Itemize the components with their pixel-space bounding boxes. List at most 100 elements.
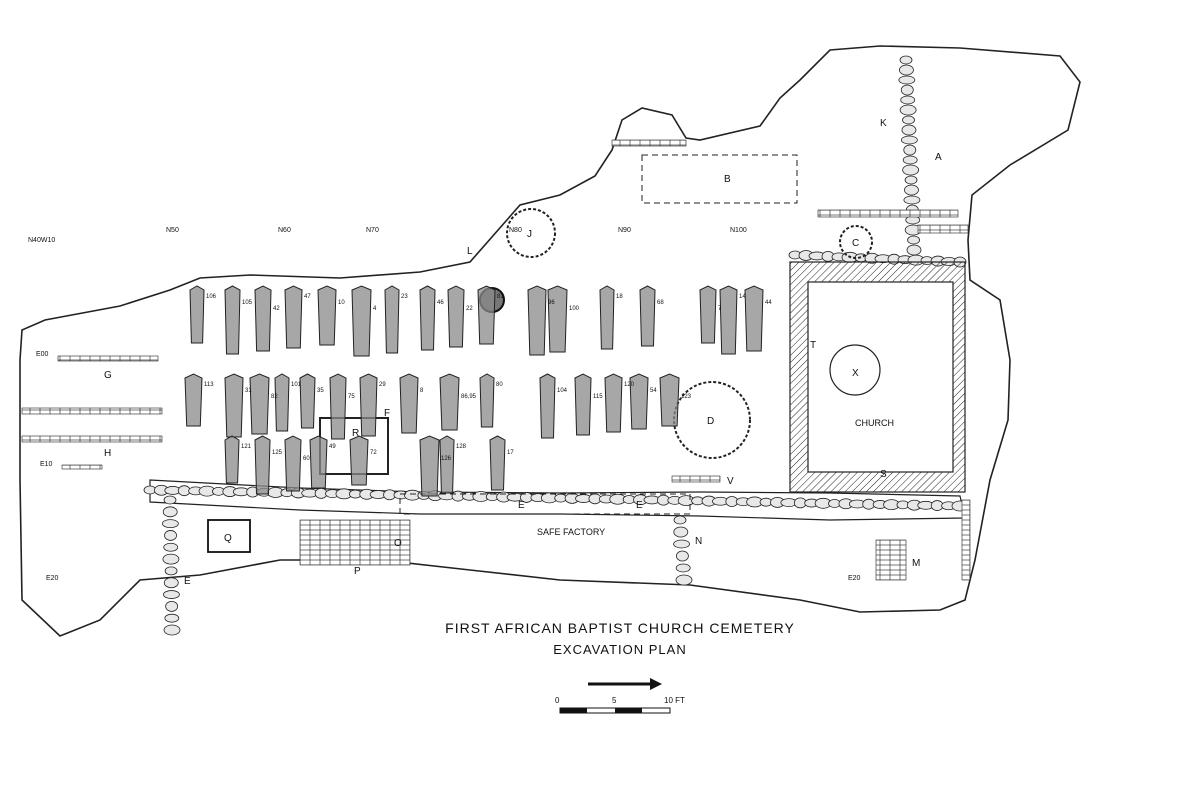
area-label-x: X — [852, 368, 859, 379]
feature-b-outline — [641, 154, 798, 204]
burial-number: 35 — [317, 388, 324, 394]
burial-number: 81 — [497, 294, 504, 300]
area-label-o: O — [394, 538, 402, 549]
area-label-q: Q — [224, 533, 232, 544]
area-label-t: T — [810, 340, 816, 351]
scale-bar — [559, 707, 671, 714]
rubble-stone — [164, 530, 177, 541]
grid-label-n100: N100 — [730, 227, 747, 234]
area-label-s: S — [880, 469, 887, 480]
burial-number: 23 — [401, 294, 408, 300]
rubble-stone — [899, 55, 913, 65]
burial-number: 96 — [548, 300, 555, 306]
rubble-stone — [901, 124, 917, 136]
area-label-c: C — [852, 238, 859, 249]
north-arrow-icon — [588, 678, 662, 690]
burial-number: 4 — [373, 306, 377, 312]
coffin-outline — [189, 285, 205, 344]
rubble-stone — [676, 550, 689, 562]
feature-d-circle — [673, 381, 751, 459]
scale-tick-10ft: 10 FT — [664, 696, 685, 705]
feature-e-outline — [399, 493, 691, 515]
burial-number: 17 — [507, 450, 514, 456]
rubble-stone — [164, 613, 180, 623]
area-label-e: E — [518, 500, 525, 511]
burial-number: 7 — [718, 306, 722, 312]
rubble-stone — [904, 184, 919, 196]
coffin-outline — [439, 435, 455, 494]
coffin-outlines — [184, 285, 764, 497]
grid-label-n40w10: N40W10 — [28, 237, 55, 244]
burial-number: 100 — [569, 306, 580, 312]
burial-number: 82 — [271, 394, 278, 400]
coffin-outline — [224, 373, 244, 438]
coffin-outline — [489, 435, 506, 491]
rubble-stone — [900, 135, 918, 145]
area-label-p: P — [354, 566, 361, 577]
brick-lines — [21, 139, 971, 581]
feature-j-circle — [506, 208, 556, 258]
coffin-outline — [699, 285, 717, 344]
rubble-stone — [899, 64, 914, 76]
rubble-stone — [903, 195, 921, 205]
coffin-outline — [659, 373, 680, 427]
rubble-stone — [675, 563, 691, 573]
rubble-stone — [902, 115, 915, 125]
coffin-outline — [629, 373, 649, 430]
coffin-outline — [639, 285, 656, 347]
burial-number: 126 — [441, 456, 452, 462]
rubble-stone — [162, 506, 178, 518]
church-label: CHURCH — [855, 418, 894, 428]
rubble-stone — [163, 624, 181, 636]
coffin-outline — [254, 285, 272, 352]
coffin-outline — [599, 285, 615, 350]
grid-label-e20: E20 — [848, 575, 861, 582]
rubble-stone — [162, 553, 180, 565]
burial-number: 8 — [420, 388, 424, 394]
coffin-outline — [547, 285, 568, 353]
burial-number: 10 — [338, 300, 345, 306]
coffin-outline — [439, 373, 460, 431]
area-label-v: V — [727, 476, 734, 487]
stone-rubble — [143, 55, 969, 636]
rubble-stone — [898, 75, 916, 85]
coffin-outline — [299, 373, 316, 429]
rubble-stone — [900, 84, 914, 96]
area-label-g: G — [104, 370, 112, 381]
plan-subtitle: EXCAVATION PLAN — [553, 642, 687, 657]
burial-number: 86,95 — [461, 394, 477, 400]
coffin-outline — [447, 285, 465, 348]
rubble-stone — [675, 574, 693, 586]
area-label-e: E — [636, 500, 643, 511]
coffin-outline — [249, 373, 270, 435]
area-label-b: B — [724, 174, 731, 185]
rubble-stone — [163, 542, 179, 552]
coffin-outline — [329, 373, 347, 440]
coffin-outline — [254, 435, 271, 495]
burial-number: 49 — [329, 444, 336, 450]
area-label-a: A — [935, 152, 942, 163]
grid-label-e20: E20 — [46, 575, 59, 582]
grid-label-e00: E00 — [36, 351, 49, 358]
coffin-outline — [351, 285, 372, 357]
area-label-l: L — [467, 246, 473, 257]
grid-label-n60: N60 — [278, 227, 291, 234]
rubble-stone — [902, 155, 918, 165]
coffin-outline — [539, 373, 556, 439]
coffin-outline — [349, 435, 369, 486]
area-label-k: K — [880, 118, 887, 129]
burial-number: 22 — [466, 306, 473, 312]
burial-number: 120 — [624, 382, 635, 388]
rubble-stone — [673, 539, 690, 549]
coffin-outline — [744, 285, 764, 352]
rubble-stone — [161, 519, 179, 529]
grid-label-n70: N70 — [366, 227, 379, 234]
burial-number: 60 — [303, 456, 310, 462]
burial-number: 123 — [681, 394, 692, 400]
burial-number: 75 — [348, 394, 355, 400]
burial-number: 29 — [379, 382, 386, 388]
feature-x-circle — [829, 344, 881, 396]
rubble-stone — [164, 566, 178, 576]
coffin-outline — [359, 373, 378, 437]
